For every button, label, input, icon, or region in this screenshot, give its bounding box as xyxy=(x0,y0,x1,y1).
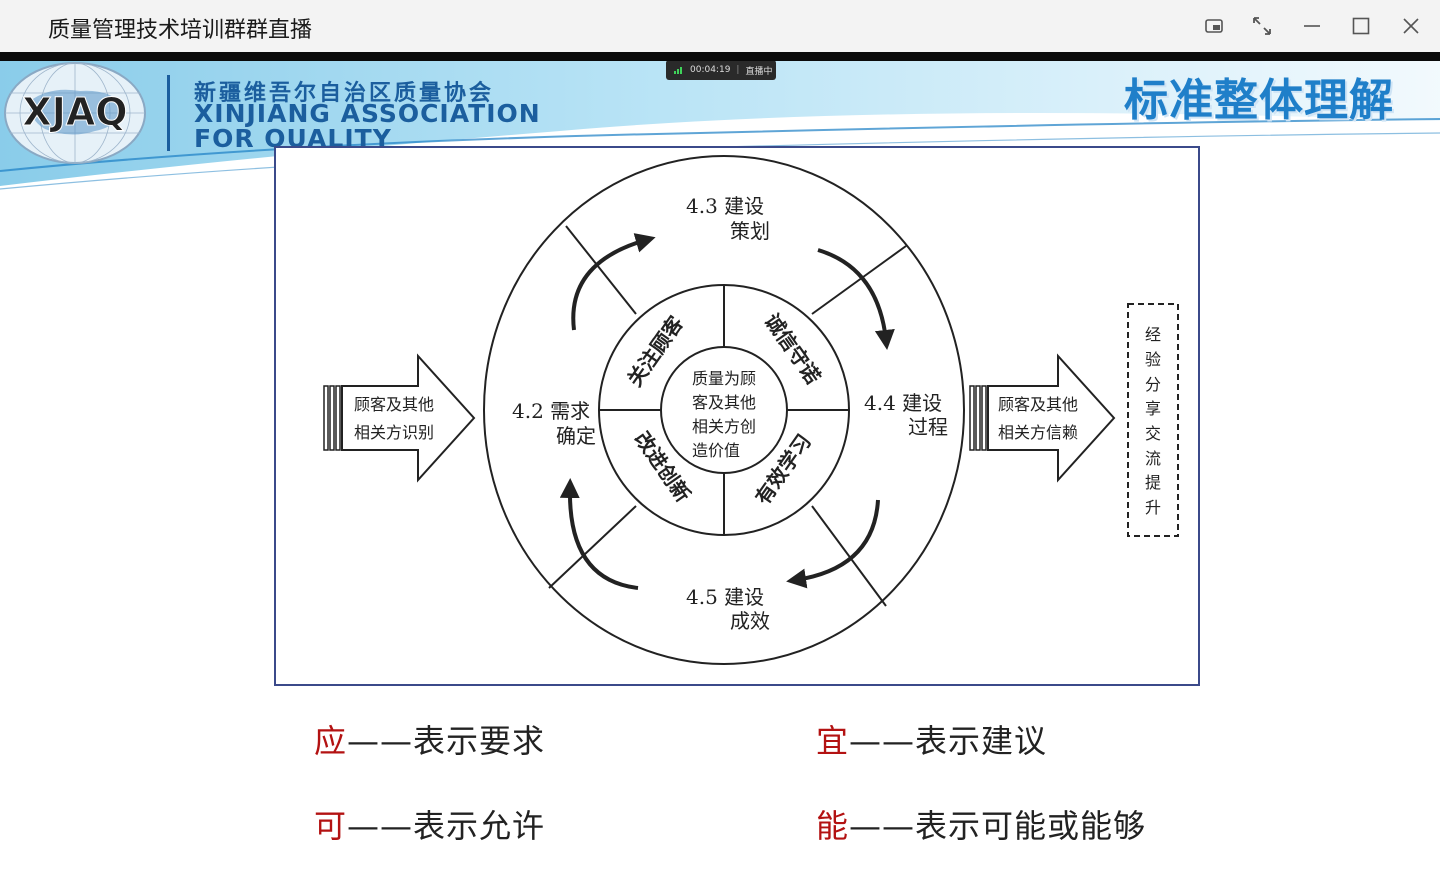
side-box-char-1: 经 xyxy=(1145,325,1161,344)
logo-text: XJAQ xyxy=(22,90,127,134)
term-key: 可 xyxy=(314,807,348,845)
term-possibility: 能——表示可能或能够 xyxy=(816,801,1146,847)
close-button[interactable] xyxy=(1393,8,1429,44)
live-status-pill: 00:04:19 | 直播中 xyxy=(666,61,776,80)
term-desc: ——表示可能或能够 xyxy=(849,807,1147,845)
slide-title: 标准整体理解 xyxy=(1124,75,1394,126)
org-name-en: XINJIANG ASSOCIATION FOR QUALITY xyxy=(194,101,614,149)
center-line4: 造价值 xyxy=(692,441,740,460)
output-arrow-line2: 相关方信赖 xyxy=(998,423,1078,442)
outer-ring xyxy=(483,155,965,665)
standard-framework-figure: 4.3 建设 策划 4.2 需求 确定 4.4 建设 过程 4.5 建设 成效 … xyxy=(274,146,1200,686)
term-permission: 可——表示允许 xyxy=(314,801,545,847)
live-timer: 00:04:19 xyxy=(690,65,731,75)
org-name-en-line2: FOR QUALITY xyxy=(194,124,392,149)
term-key: 能 xyxy=(816,807,850,845)
section-4-2-line1: 4.2 需求 xyxy=(512,399,590,423)
input-arrow-line1: 顾客及其他 xyxy=(354,395,434,414)
org-name-cn: 新疆维吾尔自治区质量协会 xyxy=(194,81,495,106)
window-title: 质量管理技术培训群群直播 xyxy=(48,18,313,43)
section-4-5-line1: 4.5 建设 xyxy=(686,585,764,609)
picture-in-picture-icon xyxy=(1205,19,1223,33)
org-name-en-line1: XINJIANG ASSOCIATION xyxy=(194,101,541,128)
input-arrow-line2: 相关方识别 xyxy=(354,423,434,442)
cycle-arrow-bottom-left xyxy=(559,478,639,590)
term-recommendation: 宜——表示建议 xyxy=(816,716,1047,762)
fullscreen-icon xyxy=(1253,17,1271,35)
term-desc: ——表示建议 xyxy=(849,722,1048,760)
side-box-char-6: 流 xyxy=(1145,449,1161,468)
section-4-3-line2: 策划 xyxy=(730,219,770,243)
term-desc: ——表示允许 xyxy=(347,807,546,845)
side-box-char-7: 提 xyxy=(1145,473,1161,492)
term-requirement: 应——表示要求 xyxy=(314,716,545,762)
section-4-3-line1: 4.3 建设 xyxy=(686,194,764,218)
section-4-4-line2: 过程 xyxy=(908,415,948,439)
cycle-arrow-top-right xyxy=(817,248,895,350)
live-status: 直播中 xyxy=(745,66,773,77)
association-logo: XJAQ xyxy=(4,62,146,164)
side-box-char-8: 升 xyxy=(1145,498,1161,517)
fullscreen-button[interactable] xyxy=(1244,8,1280,44)
center-line3: 相关方创 xyxy=(692,417,756,436)
framework-diagram: 4.3 建设 策划 4.2 需求 确定 4.4 建设 过程 4.5 建设 成效 … xyxy=(323,155,1179,665)
input-arrow: 顾客及其他 相关方识别 xyxy=(323,353,476,483)
experience-sharing-box xyxy=(1127,303,1179,537)
term-desc: ——表示要求 xyxy=(347,722,546,760)
minimize-button[interactable] xyxy=(1294,8,1330,44)
center-line1: 质量为顾 xyxy=(692,369,756,388)
signal-icon xyxy=(674,66,684,74)
side-box-char-5: 交 xyxy=(1145,424,1161,443)
center-line2: 客及其他 xyxy=(692,393,756,412)
slide-content: XJAQ 00:04:19 | 直播中 新疆维吾尔自治区质量协会 XINJIAN… xyxy=(0,61,1440,872)
window-titlebar: 质量管理技术培训群群直播 xyxy=(0,0,1440,53)
side-box-char-2: 验 xyxy=(1145,350,1161,369)
section-4-2-line2: 确定 xyxy=(556,424,596,448)
output-arrow: 顾客及其他 相关方信赖 xyxy=(969,353,1116,483)
side-box-char-4: 享 xyxy=(1145,399,1161,418)
close-icon xyxy=(1403,18,1419,34)
term-key: 应 xyxy=(314,722,348,760)
section-4-5-line2: 成效 xyxy=(730,609,770,633)
output-arrow-line1: 顾客及其他 xyxy=(998,395,1078,414)
term-key: 宜 xyxy=(816,722,850,760)
side-box-char-3: 分 xyxy=(1145,375,1161,394)
section-4-4-line1: 4.4 建设 xyxy=(864,391,942,415)
picture-in-picture-button[interactable] xyxy=(1196,8,1232,44)
cycle-arrow-top-left xyxy=(571,233,656,331)
video-top-bar xyxy=(0,52,1440,61)
maximize-icon xyxy=(1352,17,1370,35)
cycle-arrow-bottom-right xyxy=(786,499,880,589)
maximize-button[interactable] xyxy=(1343,8,1379,44)
minimize-icon xyxy=(1304,25,1320,27)
